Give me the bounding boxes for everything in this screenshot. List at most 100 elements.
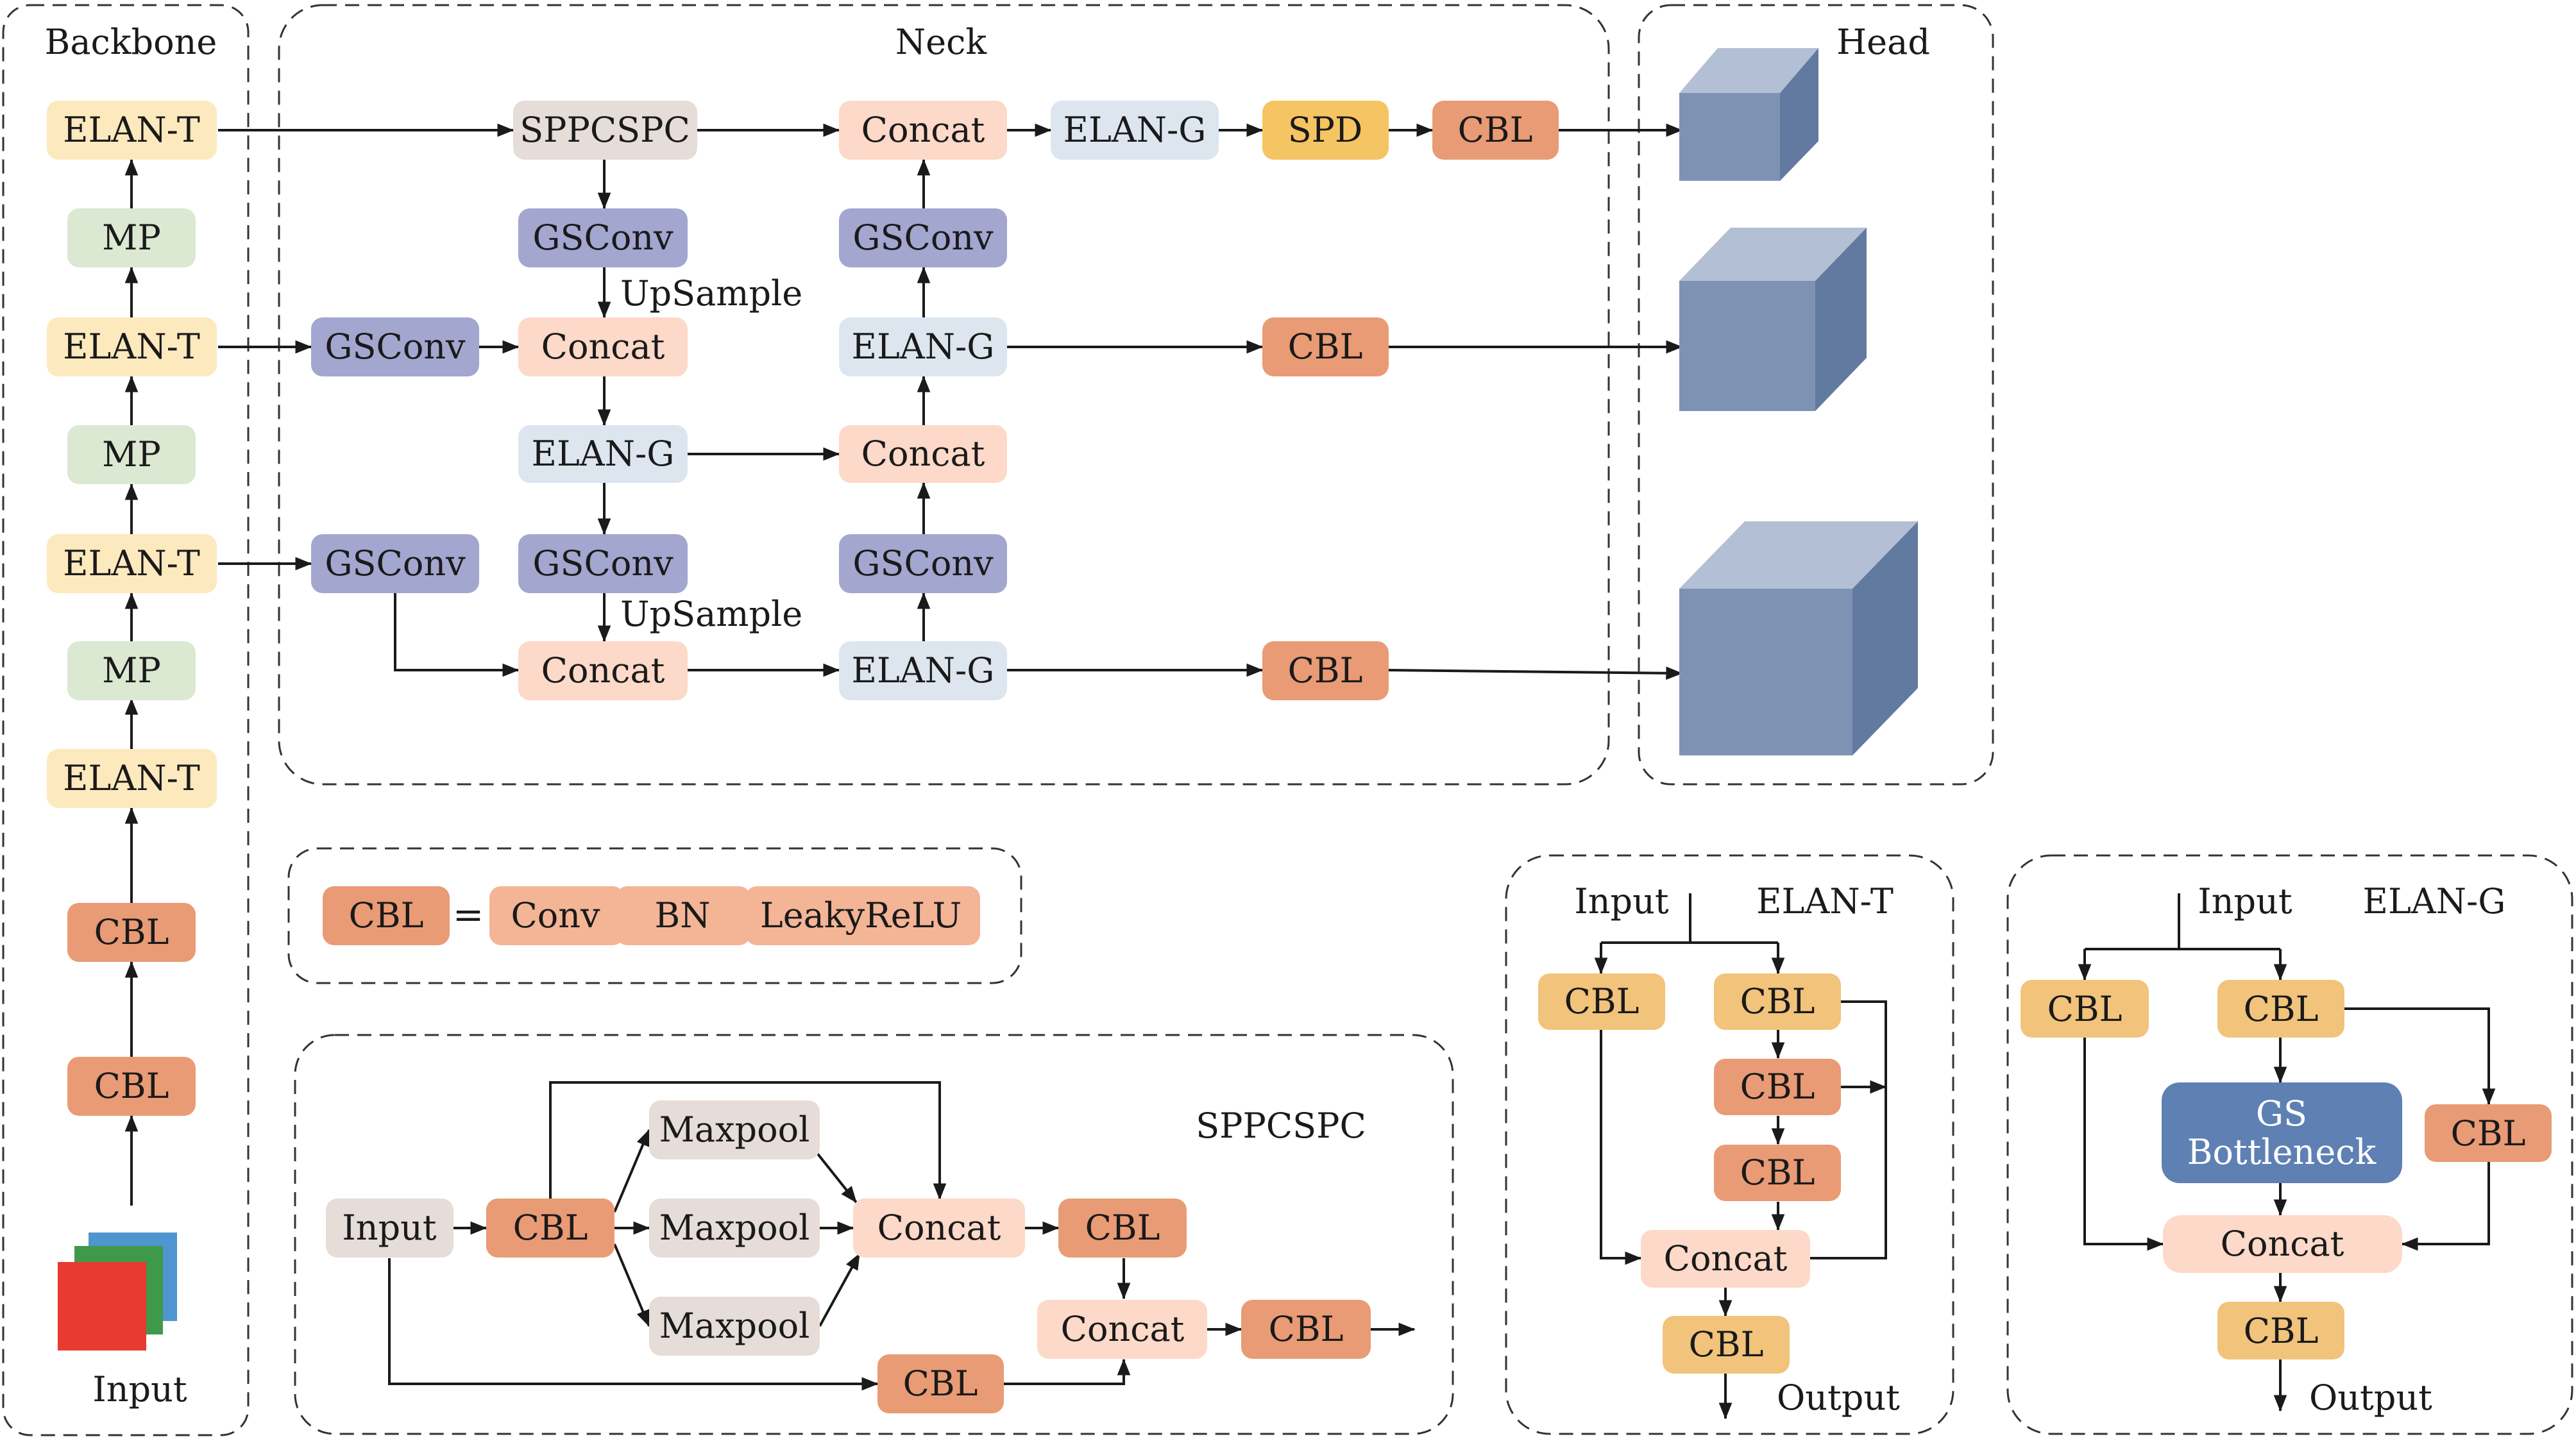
legend-equals: =: [453, 893, 484, 936]
panel-titles: Backbone Neck Head SPPCSPC ELAN-T ELAN-G: [45, 22, 2506, 1146]
edge-elang-cbl1-concat: [2083, 1038, 2164, 1251]
spp-cbl-1: CBL: [486, 1199, 614, 1258]
svg-text:CBL: CBL: [2047, 989, 2123, 1029]
spp-cbl-2: CBL: [1058, 1199, 1187, 1258]
spp-concat-2: Concat: [1037, 1300, 1207, 1359]
elang-input-label: Input: [2198, 881, 2292, 921]
spp-maxpool-1: Maxpool: [649, 1100, 820, 1159]
head-cube-large: [1679, 521, 1918, 755]
elant-output-label: Output: [1777, 1377, 1900, 1418]
elang-cbl-4: CBL: [2217, 1302, 2344, 1359]
backbone-mp-3: MP: [67, 641, 196, 700]
spp-concat-1: Concat: [853, 1199, 1025, 1258]
backbone-mp-2: MP: [67, 425, 196, 484]
svg-text:CBL: CBL: [1564, 981, 1640, 1022]
neck-gsconv-2: GSConv: [311, 317, 479, 376]
elan-t-panel: [1505, 854, 1954, 1435]
backbone-input-label: Input: [92, 1369, 187, 1410]
svg-text:Maxpool: Maxpool: [659, 1208, 810, 1248]
neck-upsample-2: UpSample: [620, 594, 802, 634]
backbone-nodes: ELAN-T MP ELAN-T MP ELAN-T MP ELAN-T CB: [47, 101, 217, 1410]
svg-text:ELAN-T: ELAN-T: [63, 758, 200, 798]
elan-g-title: ELAN-G: [2363, 881, 2506, 921]
neck-elan-g-3: ELAN-G: [839, 641, 1007, 700]
svg-text:SPPCSPC: SPPCSPC: [520, 110, 690, 150]
svg-text:Concat: Concat: [1664, 1238, 1788, 1279]
svg-text:Concat: Concat: [541, 326, 665, 367]
svg-text:Input: Input: [342, 1208, 436, 1248]
backbone-input-image-icon: [58, 1233, 177, 1351]
spp-cbl-4: CBL: [877, 1354, 1004, 1413]
svg-text:CBL: CBL: [1085, 1208, 1160, 1248]
elan-g-panel: [2006, 854, 2573, 1435]
neck-upsample-1: UpSample: [620, 273, 802, 314]
spp-maxpool-2: Maxpool: [649, 1199, 820, 1258]
edge-spp-cbl-maxpool1: [613, 1129, 650, 1213]
neck-sppcspc: SPPCSPC: [513, 101, 697, 160]
edge-cbl3-head3: [1388, 666, 1683, 680]
edge-spp-cbl4-concat2: [1004, 1358, 1131, 1385]
neck-cbl-2: CBL: [1262, 317, 1389, 376]
svg-text:Concat: Concat: [1061, 1309, 1185, 1349]
neck-elan-g-4: ELAN-G: [1051, 101, 1219, 160]
spp-cbl-3: CBL: [1241, 1300, 1371, 1359]
spp-input: Input: [326, 1199, 453, 1258]
svg-text:Maxpool: Maxpool: [659, 1306, 810, 1346]
elang-output-label: Output: [2309, 1377, 2432, 1418]
elang-concat: Concat: [2163, 1215, 2402, 1273]
edge-elant-rightbus-concat: [1810, 1000, 1886, 1259]
sppcspc-detail: Input CBL Maxpool Maxpool Maxpool Concat…: [326, 1100, 1371, 1413]
edge-elang-split-left: [2085, 948, 2280, 980]
legend-conv: Conv: [489, 886, 624, 945]
edge-spp-maxpool3-concat: [818, 1252, 861, 1327]
svg-text:MP: MP: [102, 650, 161, 691]
edge-spp-cbl-concat-skip: [549, 1081, 947, 1200]
neck-gsconv-6: GSConv: [839, 534, 1007, 593]
neck-concat-1: Concat: [518, 317, 688, 376]
svg-text:Concat: Concat: [877, 1208, 1001, 1248]
sppcspc-title: SPPCSPC: [1196, 1106, 1366, 1146]
elang-cbl-3: CBL: [2425, 1104, 2552, 1162]
svg-text:ELAN-T: ELAN-T: [63, 110, 200, 150]
svg-text:CBL: CBL: [1740, 1152, 1815, 1193]
panels: [2, 4, 2573, 1436]
head-title: Head: [1836, 22, 1930, 62]
spp-maxpool-3: Maxpool: [649, 1297, 820, 1356]
svg-text:GSConv: GSConv: [852, 543, 994, 584]
svg-text:SPD: SPD: [1288, 110, 1363, 150]
elant-concat: Concat: [1641, 1230, 1810, 1288]
backbone-elan-t-4: ELAN-T: [47, 749, 217, 808]
svg-text:ELAN-G: ELAN-G: [1063, 110, 1207, 150]
neck-concat-2: Concat: [518, 641, 688, 700]
svg-text:Concat: Concat: [541, 650, 665, 691]
elan-g-detail: Input CBL CBL GS Bottleneck CBL Concat C…: [2021, 881, 2552, 1418]
svg-text:Bottleneck: Bottleneck: [2187, 1132, 2377, 1172]
elang-cbl-1: CBL: [2021, 980, 2149, 1038]
svg-text:ELAN-G: ELAN-G: [852, 326, 995, 367]
svg-text:Conv: Conv: [511, 895, 600, 936]
elant-cbl-3: CBL: [1714, 1059, 1841, 1115]
svg-text:GSConv: GSConv: [325, 326, 466, 367]
edge-elang-cbl3-concat: [2401, 1162, 2490, 1251]
elant-cbl-1: CBL: [1538, 973, 1665, 1030]
svg-text:CBL: CBL: [349, 895, 424, 936]
svg-text:GSConv: GSConv: [532, 543, 674, 584]
sppcspc-panel: [294, 1034, 1454, 1435]
svg-text:Concat: Concat: [861, 110, 985, 150]
neck-elan-g-1: ELAN-G: [518, 425, 688, 483]
svg-text:Concat: Concat: [861, 433, 985, 474]
neck-gsconv-4: GSConv: [311, 534, 479, 593]
legend-cbl: CBL: [323, 886, 450, 945]
elant-cbl-5: CBL: [1663, 1316, 1790, 1374]
backbone-panel: [2, 4, 250, 1436]
svg-text:LeakyReLU: LeakyReLU: [760, 895, 962, 936]
svg-text:ELAN-T: ELAN-T: [63, 543, 200, 584]
svg-text:CBL: CBL: [94, 1066, 169, 1106]
svg-text:GSConv: GSConv: [325, 543, 466, 584]
legend-bn: BN: [616, 886, 750, 945]
head-cube-medium: [1679, 228, 1867, 411]
head-cube-small: [1679, 48, 1818, 181]
svg-text:CBL: CBL: [2244, 989, 2319, 1029]
svg-text:Concat: Concat: [2221, 1224, 2344, 1264]
